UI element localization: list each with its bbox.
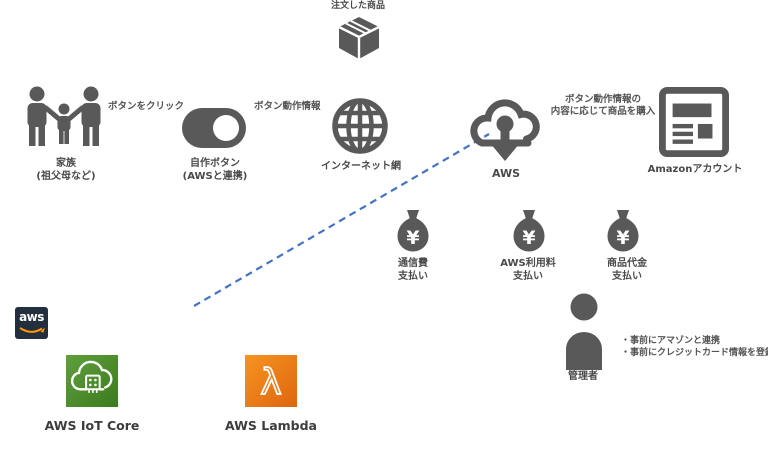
payment-label-1: 通信費 支払い	[382, 257, 444, 283]
aws-cloud-label: AWS	[491, 167, 521, 180]
click-button-note: ボタンをクリック	[108, 101, 185, 112]
yen-symbol: ¥	[522, 227, 535, 249]
button-knob	[213, 115, 239, 141]
admin-notes: ・事前にアマゾンと連携 ・事前にクレジットカード情報を登録	[621, 336, 768, 359]
aws-lambda-icon: λ	[245, 355, 297, 407]
payment-1-line2: 支払い	[398, 271, 428, 282]
family-label: 家族 (祖父母など)	[14, 157, 118, 183]
aws-logo: aws	[15, 307, 48, 339]
diy-button-label-line1: 自作ボタン	[190, 158, 240, 169]
diy-button-icon	[182, 108, 246, 148]
globe-icon	[332, 98, 388, 154]
family-label-line1: 家族	[56, 158, 76, 169]
internet-label: インターネット網	[321, 161, 401, 172]
yen-symbol: ¥	[406, 227, 419, 249]
aws-iot-core-icon	[66, 355, 118, 407]
family-icon	[27, 86, 101, 146]
purchase-note-line1: ボタン動作情報の	[564, 94, 641, 105]
yen-symbol: ¥	[616, 227, 629, 249]
package-label: 注文した商品	[330, 1, 385, 11]
admin-label: 管理者	[568, 371, 598, 382]
press-info-note: ボタン動作情報	[254, 101, 321, 112]
payment-2-line2: 支払い	[513, 271, 543, 282]
aws-lambda-label: AWS Lambda	[224, 418, 317, 433]
package-box-icon	[338, 17, 380, 59]
payment-2-line1: AWS利用料	[500, 258, 556, 269]
payment-3-line2: 支払い	[612, 271, 642, 282]
admin-note-line2: ・事前にクレジットカード情報を登録	[621, 347, 768, 358]
family-label-line2: (祖父母など)	[36, 171, 96, 182]
lambda-symbol: λ	[260, 362, 281, 403]
payment-label-3: 商品代金 支払い	[596, 257, 658, 283]
payment-1-line1: 通信費	[398, 258, 428, 269]
aws-logo-text: aws	[19, 310, 44, 324]
diy-button-label: 自作ボタン (AWSと連携)	[172, 157, 258, 183]
payment-3-line1: 商品代金	[607, 258, 647, 269]
money-bag-icon-2: ¥	[513, 210, 545, 252]
browser-window-icon	[659, 87, 729, 157]
aws-iot-core-label: AWS IoT Core	[44, 418, 140, 433]
aws-smile-icon	[19, 327, 45, 333]
aws-cloud-icon	[470, 99, 540, 161]
money-bag-icon-1: ¥	[397, 210, 429, 252]
person-icon	[566, 293, 602, 370]
purchase-note: ボタン動作情報の 内容に応じて商品を購入	[543, 94, 663, 119]
payment-label-2: AWS利用料 支払い	[480, 257, 576, 283]
lambda-glyph: λ	[259, 361, 282, 404]
admin-note-line1: ・事前にアマゾンと連携	[621, 336, 721, 346]
money-bag-icon-3: ¥	[607, 210, 639, 252]
amazon-account-label: Amazonアカウント	[647, 164, 743, 175]
purchase-note-line2: 内容に応じて商品を購入	[550, 106, 656, 118]
diy-button-label-line2: (AWSと連携)	[182, 171, 248, 182]
iot-cloud-chip-glyph	[70, 360, 113, 393]
